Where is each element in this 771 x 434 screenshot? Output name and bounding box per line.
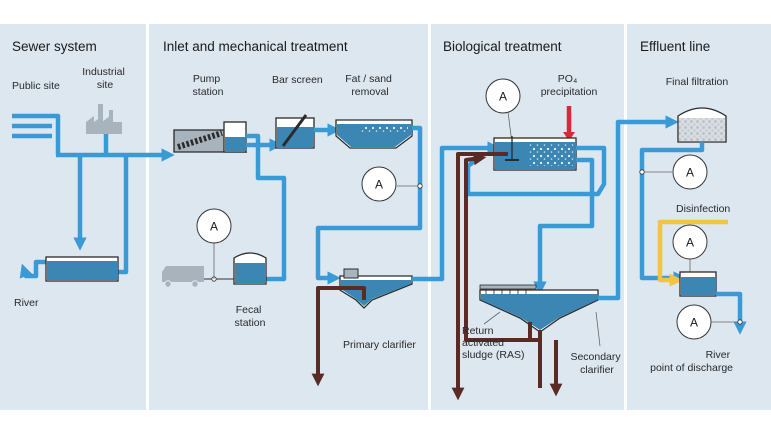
bar-screen-label: Bar screen <box>272 74 323 86</box>
stormwater-tank <box>45 256 119 282</box>
analyzer-circle-icon: A <box>196 208 232 244</box>
pump-station <box>173 121 248 153</box>
svg-text:A: A <box>499 90 507 104</box>
river-label: River <box>14 297 39 309</box>
final-filtration-unit <box>677 107 727 143</box>
river-discharge-label: River point of discharge <box>650 349 733 374</box>
section-divider <box>428 24 431 410</box>
pipe-to-primary-clarifier <box>315 125 423 285</box>
arrow-down-icon <box>563 132 575 141</box>
section-title-biological: Biological treatment <box>443 39 562 54</box>
factory-icon <box>86 104 122 134</box>
po4-precipitation-label: PO₄ precipitation <box>541 73 598 98</box>
svg-text:A: A <box>686 236 694 250</box>
final-filtration-label: Final filtration <box>666 76 729 88</box>
svg-text:A: A <box>686 166 694 180</box>
secondary-clarifier-label: Secondary clarifier <box>570 351 623 376</box>
fecal-station-tank <box>233 252 267 285</box>
section-title-inlet: Inlet and mechanical treatment <box>163 39 348 54</box>
pipe-to-aeration <box>412 141 501 282</box>
disinfection-tank <box>679 271 717 297</box>
primary-sludge-line <box>311 286 366 387</box>
analyzer-circle-icon: A <box>672 154 708 190</box>
fat-sand-removal <box>335 119 413 149</box>
section-title-effluent: Effluent line <box>640 39 710 54</box>
svg-text:A: A <box>690 316 698 330</box>
section-title-sewer: Sewer system <box>12 39 97 54</box>
section-divider <box>146 24 149 410</box>
section-divider <box>624 24 627 410</box>
public-site-pipes <box>12 113 175 279</box>
public-site-label: Public site <box>12 80 60 92</box>
fecal-station-label: Fecal station <box>235 304 266 329</box>
fat-sand-label: Fat / sand removal <box>345 73 395 98</box>
pipe-to-river <box>716 291 747 335</box>
pump-station-label: Pump station <box>193 73 224 98</box>
bar-screen <box>275 114 315 149</box>
pipe-to-final-filtration <box>598 115 679 301</box>
svg-text:A: A <box>210 220 218 234</box>
analyzer-circle-icon: A <box>485 78 521 114</box>
analyzer-circle-icon: A <box>361 166 397 202</box>
truck-icon <box>162 266 204 288</box>
waste-sludge-line <box>451 152 508 401</box>
pipe-to-disinfection <box>639 142 705 285</box>
ras-line <box>464 152 532 342</box>
ras-label: Return activated sludge (RAS) <box>462 325 524 361</box>
pipe-to-secondary-clarifier <box>533 157 595 295</box>
disinfection-label: Disinfection <box>676 203 730 215</box>
industrial-site-label: Industrial site <box>82 66 128 91</box>
disinfection-dosing-line <box>657 219 728 287</box>
analyzer-circle-icon: A <box>676 304 712 340</box>
secondary-clarifier <box>479 284 599 333</box>
analyzer-circle-icon: A <box>672 224 708 260</box>
pipe-to-fecal <box>246 133 287 282</box>
primary-clarifier-label: Primary clarifier <box>343 339 416 351</box>
svg-text:A: A <box>375 178 383 192</box>
